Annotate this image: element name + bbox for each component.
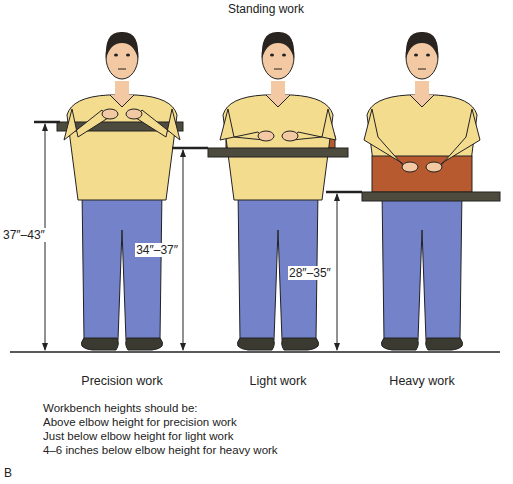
dimension-label: 37″–43″	[2, 228, 46, 242]
dimension-label: 34″–37″	[135, 243, 179, 257]
note-text: Above elbow height for precision work	[43, 415, 237, 429]
hand	[282, 131, 298, 141]
workbench-top	[208, 148, 348, 157]
arm	[292, 109, 336, 140]
mouth	[418, 69, 426, 70]
carton	[372, 156, 472, 192]
note-text: Just below elbow height for light work	[43, 429, 234, 443]
eye	[414, 54, 418, 57]
mouth	[118, 69, 126, 70]
eye	[126, 54, 130, 57]
arm	[364, 109, 408, 171]
neck	[115, 81, 129, 95]
hand	[126, 109, 142, 119]
neck	[415, 81, 429, 95]
shoe	[81, 338, 118, 350]
arm	[220, 109, 264, 140]
collar	[110, 95, 134, 107]
hand	[402, 162, 418, 172]
shoe	[426, 338, 463, 350]
shoe	[237, 338, 274, 350]
hand	[426, 162, 442, 172]
trousers	[382, 190, 462, 340]
caption-label: Light work	[250, 374, 307, 388]
trousers	[82, 190, 162, 340]
note-text: Workbench heights should be:	[43, 401, 198, 415]
eye	[270, 54, 274, 57]
shoe	[282, 338, 319, 350]
shirt	[67, 95, 177, 200]
hair	[106, 32, 138, 59]
hair	[406, 32, 438, 59]
panel-letter: B	[4, 466, 12, 480]
neck	[271, 81, 285, 95]
shoe	[381, 338, 418, 350]
hair	[262, 32, 294, 59]
workbench-top	[362, 192, 500, 201]
caption-label: Heavy work	[389, 374, 454, 388]
eye	[114, 54, 118, 57]
arm	[136, 109, 180, 140]
dimension-label: 28″–35″	[288, 266, 332, 280]
eye	[426, 54, 430, 57]
eye	[282, 54, 286, 57]
collar	[266, 95, 290, 107]
hand	[258, 131, 274, 141]
arm	[64, 109, 108, 140]
arm	[436, 109, 480, 171]
diagram-title: Standing work	[228, 2, 304, 16]
shoe	[126, 338, 163, 350]
trousers	[238, 190, 318, 340]
note-text: 4–6 inches below elbow height for heavy …	[43, 443, 278, 457]
caption-label: Precision work	[81, 374, 162, 388]
hand	[102, 109, 118, 119]
floor-line	[10, 351, 500, 353]
collar	[410, 95, 434, 107]
mouth	[274, 69, 282, 70]
